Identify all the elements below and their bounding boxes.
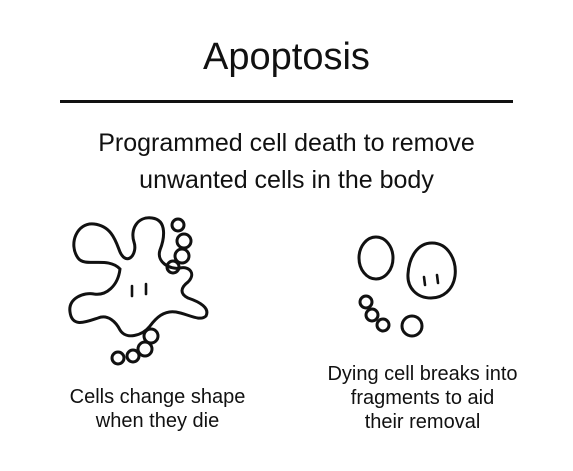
blebbing-cell-icon (60, 212, 235, 372)
bleb (165, 259, 181, 275)
caption-left-line-1: Cells change shape (69, 386, 246, 408)
fragment-with-face (406, 241, 457, 300)
fragment-small (400, 314, 424, 338)
subtitle: Programmed cell death to remove unwanted… (0, 125, 573, 199)
bleb (170, 217, 186, 233)
bleb (175, 232, 193, 250)
caption-right-line-3: their removal (364, 411, 481, 433)
caption-left-line-2: when they die (95, 410, 220, 432)
caption-left: Cells change shape when they die (40, 385, 275, 433)
bleb (364, 307, 380, 323)
caption-right-line-2: fragments to aid (350, 387, 495, 409)
bleb (358, 294, 374, 310)
caption-right: Dying cell breaks into fragments to aid … (290, 362, 555, 434)
subtitle-line-2: unwanted cells in the body (139, 166, 434, 194)
cell-outline (68, 216, 209, 338)
subtitle-line-1: Programmed cell death to remove (98, 129, 475, 157)
bleb (173, 247, 191, 265)
fragment (357, 235, 395, 281)
bleb (110, 350, 126, 366)
bleb (142, 327, 160, 345)
title-divider (60, 100, 513, 103)
bleb (125, 348, 141, 364)
fragmented-cell-icon (345, 228, 470, 343)
caption-right-line-1: Dying cell breaks into (327, 363, 518, 385)
bleb (375, 317, 391, 333)
page-title: Apoptosis (203, 36, 370, 78)
